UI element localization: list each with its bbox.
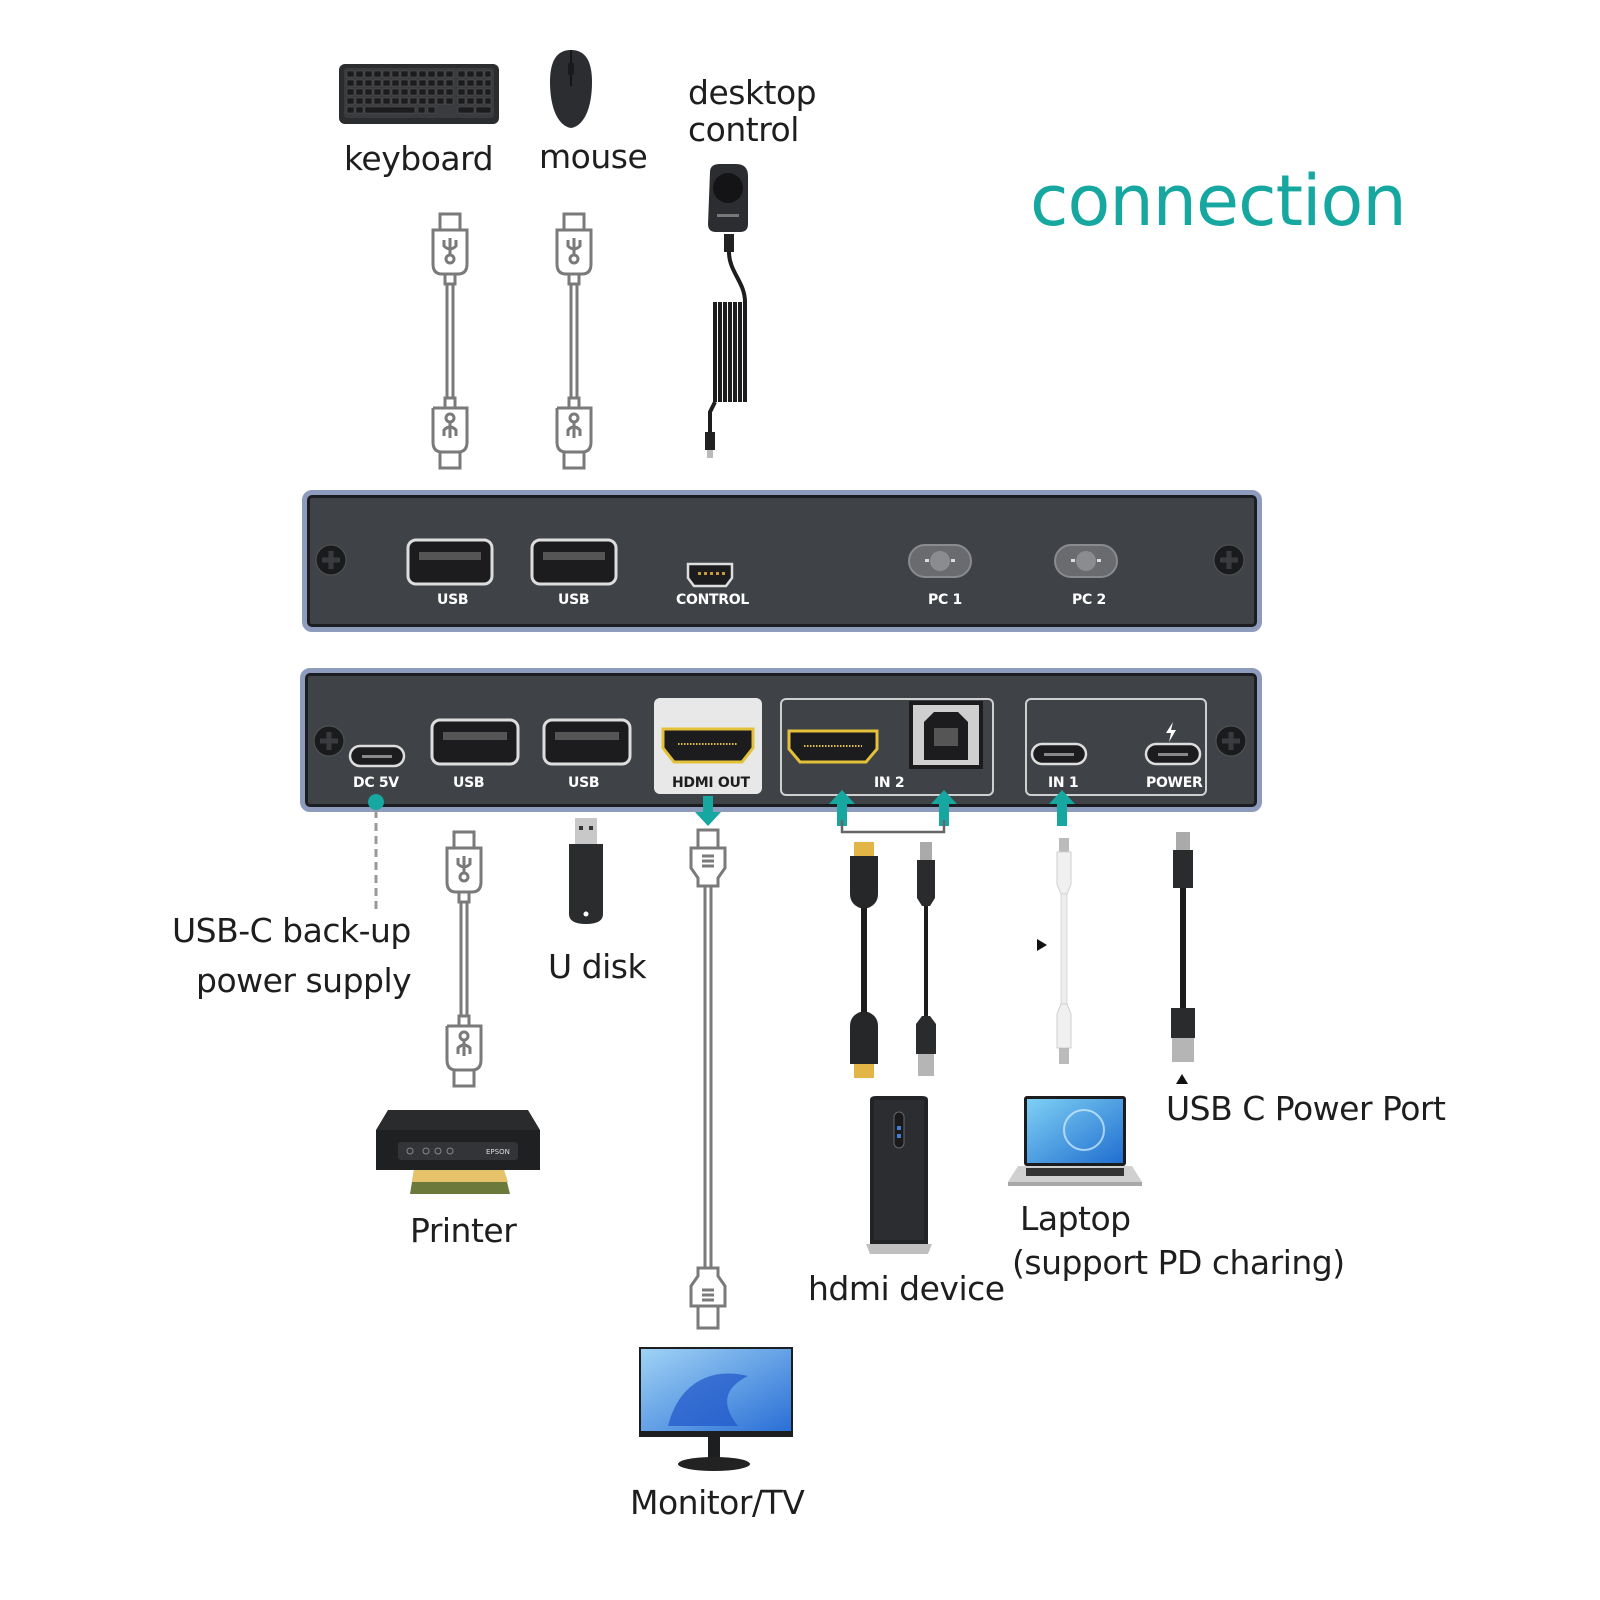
keyboard-label: keyboard [344,139,494,178]
u-disk-icon [569,818,603,924]
printer-icon: EPSON [376,1110,540,1194]
diagram-title: connection [1030,160,1407,242]
keyboard-icon [339,64,499,124]
lightning-icon [1166,722,1176,742]
u-disk-label: U disk [548,947,647,986]
hdmi-out-port[interactable] [660,726,756,766]
power-port-label: POWER [1146,775,1203,791]
hdmi-out-cable-icon [689,828,727,1330]
in1-usb-c-port[interactable] [1030,742,1088,766]
laptop-icon [1008,1096,1142,1186]
mouse-icon [550,50,592,128]
desktop-control-label-line2: control [688,110,799,149]
screw-icon [315,544,347,576]
in2-usb-b-port[interactable] [908,700,984,770]
front-usb-port-1[interactable] [406,538,494,586]
printer-label: Printer [410,1211,517,1250]
small-pointer-up-triangle-icon [1176,1074,1188,1084]
screw-icon [1215,725,1247,757]
hdmi-out-label: HDMI OUT [672,775,750,791]
mouse-label: mouse [539,137,648,176]
control-mini-usb-port[interactable] [686,562,734,588]
in1-usb-c-cable-icon [1056,838,1072,1064]
arrow-up-icon [1049,790,1075,826]
mouse-usb-cable-icon [555,212,593,470]
in1-power-port-group [1025,698,1207,796]
rear-usb-port-2[interactable] [542,718,632,766]
in1-label: IN 1 [1048,775,1079,791]
pc2-button[interactable] [1054,544,1118,578]
desktop-control-label-line1: desktop [688,73,817,112]
screw-icon [313,725,345,757]
hdmi-input-cable-icon [850,842,878,1078]
pc1-button[interactable] [908,544,972,578]
arrow-up-icon [931,790,957,826]
backup-power-label-line1: USB-C back-up [172,911,411,950]
desktop-control-puck-icon [705,164,748,458]
rear-usb-port-2-label: USB [568,775,600,791]
front-usb-port-1-label: USB [437,592,469,608]
usb-ab-cable-icon [916,842,936,1076]
dc5v-dashed-leader [368,794,384,910]
arrow-down-icon [695,796,721,826]
rear-usb-port-1-label: USB [453,775,485,791]
power-usb-c-cable-icon [1171,832,1195,1062]
rear-usb-port-1[interactable] [430,718,520,766]
hdmi-device-icon [866,1096,932,1254]
in2-port-group [780,698,994,796]
dc5v-port-label: DC 5V [353,775,399,791]
in2-hdmi-port[interactable] [786,728,880,766]
in2-bracket-line [840,820,946,834]
front-usb-port-2-label: USB [558,592,590,608]
hdmi-device-label: hdmi device [808,1269,1005,1308]
control-port-label: CONTROL [676,592,749,608]
monitor-label: Monitor/TV [630,1483,805,1522]
power-usb-c-port[interactable] [1144,742,1202,766]
pc1-button-label: PC 1 [928,592,962,608]
laptop-label-line1: Laptop [1020,1199,1131,1238]
backup-power-label-line2: power supply [196,961,412,1000]
dc5v-usb-c-port[interactable] [348,744,406,768]
small-pointer-triangle-icon [1037,939,1047,951]
printer-usb-cable-icon [445,830,483,1088]
pc2-button-label: PC 2 [1072,592,1106,608]
front-usb-port-2[interactable] [530,538,618,586]
monitor-icon [639,1347,793,1471]
usb-c-power-port-label: USB C Power Port [1166,1089,1446,1128]
laptop-label-line2: (support PD charing) [1012,1243,1345,1282]
screw-icon [1213,544,1245,576]
in2-label: IN 2 [874,775,905,791]
keyboard-usb-cable-icon [431,212,469,470]
printer-brand-text: EPSON [486,1148,510,1156]
arrow-up-icon [829,790,855,826]
